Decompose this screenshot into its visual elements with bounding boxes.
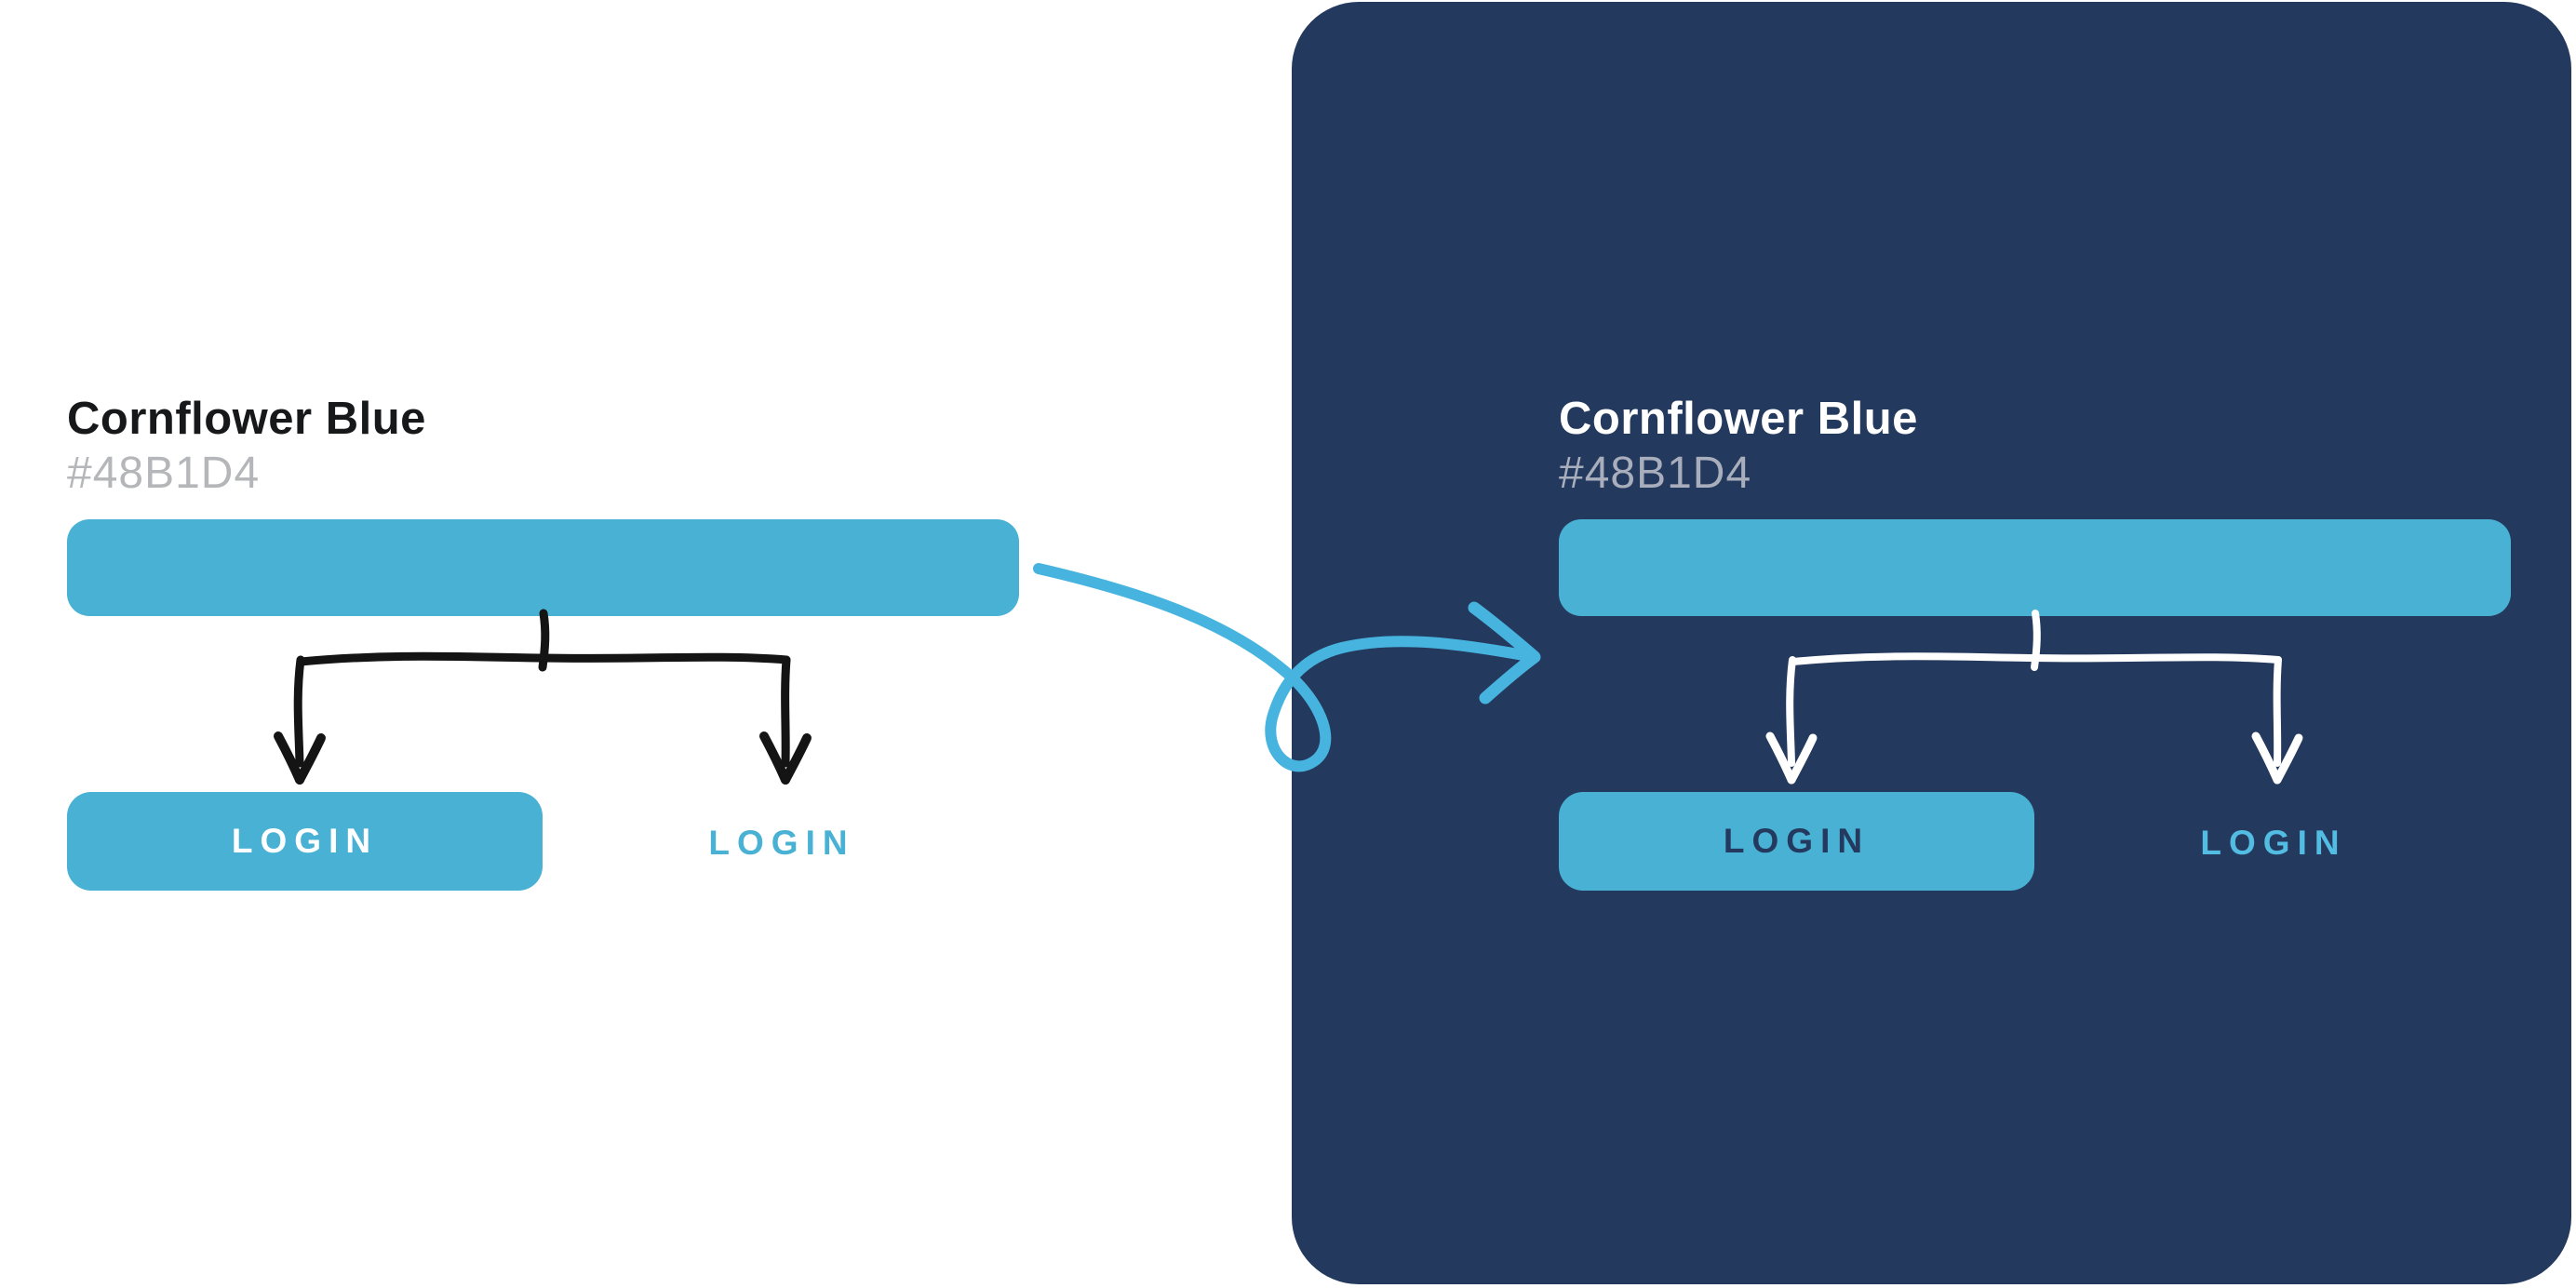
color-name-label-dark: Cornflower Blue <box>1559 394 1918 444</box>
color-name-label-light: Cornflower Blue <box>67 394 426 444</box>
login-button-dark[interactable]: LOGIN <box>1559 792 2034 891</box>
color-swatch-dark <box>1559 519 2511 616</box>
login-button-light[interactable]: LOGIN <box>67 792 543 891</box>
branch-arrows-icon-light <box>274 609 812 785</box>
color-hex-label-dark: #48B1D4 <box>1559 449 1752 498</box>
login-link-light[interactable]: LOGIN <box>708 824 855 862</box>
login-link-dark[interactable]: LOGIN <box>2200 824 2347 862</box>
color-swatch-light <box>67 519 1019 616</box>
login-button-label: LOGIN <box>231 822 379 860</box>
login-button-label: LOGIN <box>1723 822 1871 860</box>
color-hex-label-light: #48B1D4 <box>67 449 261 498</box>
dark-theme-panel <box>1292 2 2571 1284</box>
